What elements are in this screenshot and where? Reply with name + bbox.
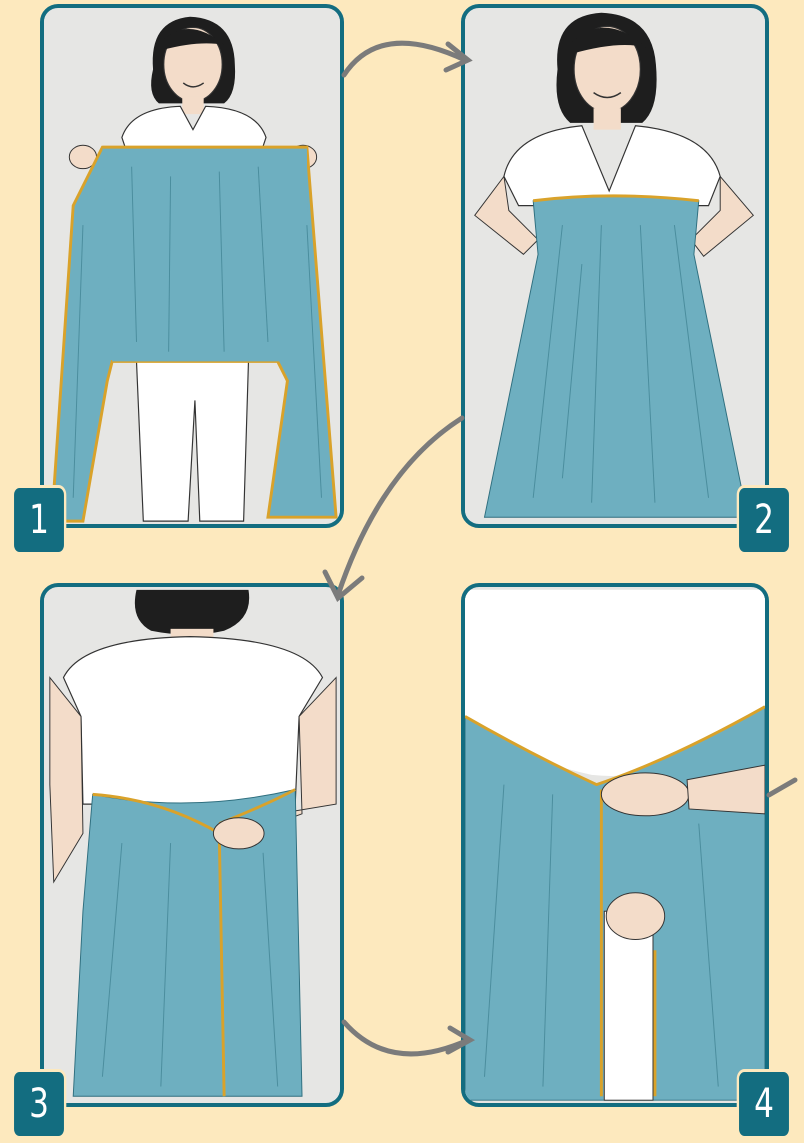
step-2-panel [461,4,769,528]
arrow-right-icon [344,43,468,75]
step-1-panel [40,4,344,528]
step-3-illustration [44,587,340,1103]
step-4-badge: 4 [737,1069,792,1139]
step-2-illustration [465,8,765,524]
step-3-panel [40,583,344,1107]
arrow-tail-icon [769,780,795,795]
step-4-panel [461,583,769,1107]
step-1-badge: 1 [12,485,67,555]
step-1-illustration [44,8,340,524]
step-2-badge: 2 [737,485,792,555]
step-4-illustration [465,587,765,1103]
arrow-right-icon [344,1022,470,1054]
arrow-down-left-icon [325,418,462,598]
step-3-badge: 3 [12,1069,67,1139]
